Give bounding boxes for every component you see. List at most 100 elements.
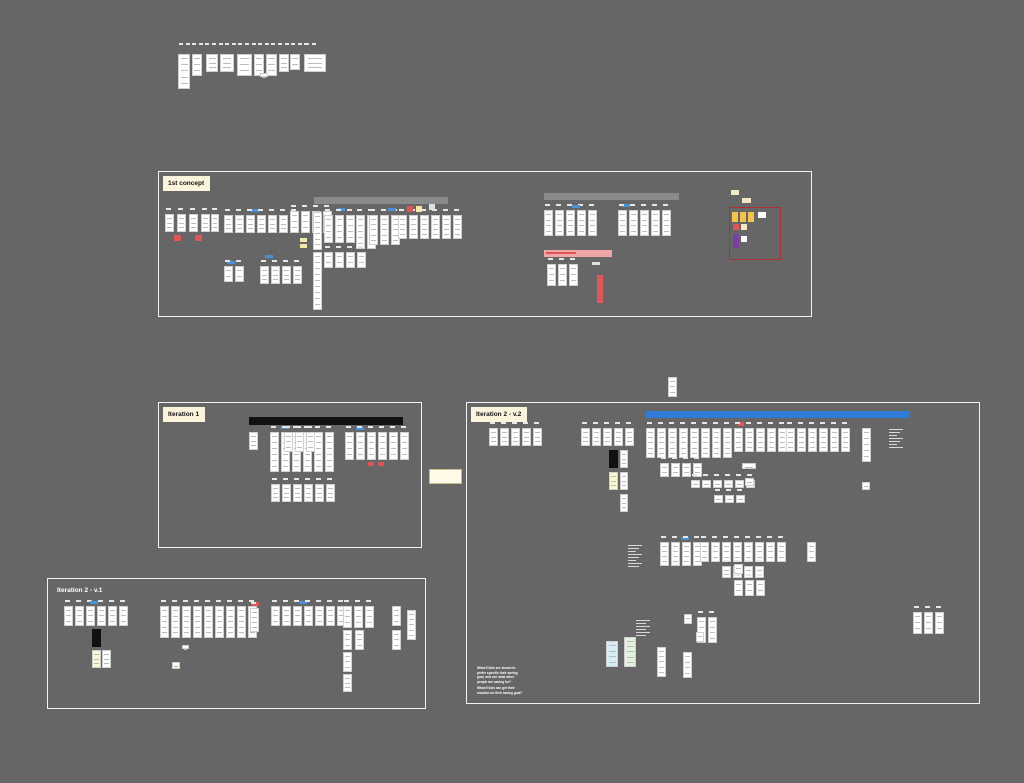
screen-thumbnail[interactable] [712, 428, 721, 458]
screen-thumbnail[interactable] [335, 252, 344, 268]
screen-thumbnail[interactable] [708, 617, 717, 643]
screen-thumbnail[interactable] [354, 606, 363, 628]
screen-thumbnail[interactable] [119, 606, 128, 626]
screen-thumbnail[interactable] [369, 215, 378, 245]
screen-thumbnail[interactable] [620, 450, 628, 468]
screen-thumbnail[interactable] [204, 606, 213, 638]
screen-thumbnail[interactable] [192, 54, 202, 76]
screen-thumbnail[interactable] [766, 542, 775, 562]
screen-thumbnail[interactable] [489, 428, 498, 446]
screen-thumbnail[interactable] [744, 566, 753, 578]
screen-thumbnail[interactable] [724, 480, 733, 488]
screen-thumbnail[interactable] [392, 630, 401, 650]
screen-thumbnail[interactable] [304, 606, 313, 626]
screen-thumbnail[interactable] [335, 215, 344, 243]
screen-thumbnail[interactable] [226, 606, 235, 638]
screen-thumbnail[interactable] [657, 428, 666, 458]
screen-thumbnail[interactable] [326, 606, 335, 626]
screen-thumbnail[interactable] [620, 494, 628, 512]
screen-thumbnail[interactable] [696, 632, 704, 642]
screen-thumbnail[interactable] [646, 428, 655, 458]
screen-thumbnail[interactable] [808, 428, 817, 452]
screen-thumbnail[interactable] [284, 432, 293, 452]
screen-thumbnail[interactable] [246, 215, 255, 233]
screen-thumbnail[interactable] [756, 580, 765, 596]
screen-thumbnail[interactable] [293, 484, 302, 502]
screen-thumbnail[interactable] [745, 428, 754, 452]
screen-thumbnail[interactable] [343, 652, 352, 672]
screen-thumbnail[interactable] [172, 662, 180, 669]
screen-thumbnail[interactable] [313, 252, 322, 310]
screen-thumbnail[interactable] [767, 428, 776, 452]
screen-thumbnail[interactable] [683, 652, 692, 678]
screen-thumbnail[interactable] [713, 480, 722, 488]
screen-thumbnail[interactable] [356, 215, 365, 249]
screen-thumbnail[interactable] [193, 606, 202, 638]
screen-thumbnail[interactable] [830, 428, 839, 452]
screen-thumbnail[interactable] [215, 606, 224, 638]
screen-thumbnail[interactable] [235, 266, 244, 282]
screen-thumbnail[interactable] [691, 480, 700, 488]
screen-thumbnail[interactable] [711, 542, 720, 562]
screen-thumbnail[interactable] [651, 210, 660, 236]
screen-thumbnail[interactable] [671, 463, 680, 477]
screen-thumbnail[interactable] [92, 650, 101, 668]
screen-thumbnail[interactable] [324, 215, 333, 243]
screen-thumbnail[interactable] [266, 54, 277, 76]
screen-thumbnail[interactable] [279, 54, 289, 72]
screen-thumbnail[interactable] [756, 428, 765, 452]
screen-thumbnail[interactable] [343, 630, 352, 650]
screen-thumbnail[interactable] [389, 432, 398, 460]
screen-thumbnail[interactable] [314, 432, 323, 472]
screen-thumbnail[interactable] [201, 214, 210, 232]
screen-thumbnail[interactable] [614, 428, 623, 446]
screen-thumbnail[interactable] [290, 54, 300, 70]
screen-thumbnail[interactable] [668, 377, 677, 397]
screen-thumbnail[interactable] [237, 54, 252, 76]
screen-thumbnail[interactable] [735, 480, 744, 488]
screen-thumbnail[interactable] [547, 264, 556, 286]
screen-thumbnail[interactable] [624, 637, 636, 667]
screen-thumbnail[interactable] [629, 210, 638, 236]
section-iteration-1[interactable]: Iteration 1 [158, 402, 422, 548]
screen-thumbnail[interactable] [102, 650, 111, 668]
screen-thumbnail[interactable] [250, 608, 259, 632]
screen-thumbnail[interactable] [701, 428, 710, 458]
screen-thumbnail[interactable] [279, 215, 288, 233]
screen-thumbnail[interactable] [935, 612, 944, 634]
screen-thumbnail[interactable] [913, 612, 922, 634]
screen-thumbnail[interactable] [282, 266, 291, 284]
screen-thumbnail[interactable] [189, 214, 198, 232]
screen-thumbnail[interactable] [682, 463, 691, 477]
screen-thumbnail[interactable] [235, 215, 244, 233]
screen-thumbnail[interactable] [271, 266, 280, 284]
screen-thumbnail[interactable] [745, 478, 754, 486]
screen-thumbnail[interactable] [64, 606, 73, 626]
screen-thumbnail[interactable] [380, 215, 389, 245]
screen-thumbnail[interactable] [301, 211, 310, 233]
screen-thumbnail[interactable] [807, 542, 816, 562]
screen-thumbnail[interactable] [325, 432, 334, 472]
screen-thumbnail[interactable] [625, 428, 634, 446]
screen-thumbnail[interactable] [220, 54, 234, 72]
screen-thumbnail[interactable] [755, 542, 764, 562]
screen-thumbnail[interactable] [97, 606, 106, 626]
screen-thumbnail[interactable] [786, 428, 795, 452]
screen-thumbnail[interactable] [660, 463, 669, 477]
screen-thumbnail[interactable] [620, 472, 628, 490]
screen-thumbnail[interactable] [211, 214, 219, 232]
screen-thumbnail[interactable] [544, 210, 553, 236]
screen-thumbnail[interactable] [343, 606, 352, 628]
screen-thumbnail[interactable] [742, 463, 756, 469]
screen-thumbnail[interactable] [304, 54, 326, 72]
screen-thumbnail[interactable] [257, 215, 266, 233]
screen-thumbnail[interactable] [346, 252, 355, 268]
screen-thumbnail[interactable] [160, 606, 169, 638]
screen-thumbnail[interactable] [841, 428, 850, 452]
screen-thumbnail[interactable] [777, 542, 786, 562]
screen-thumbnail[interactable] [378, 432, 387, 460]
screen-thumbnail[interactable] [702, 480, 711, 488]
screen-thumbnail[interactable] [862, 428, 871, 462]
screen-thumbnail[interactable] [736, 495, 745, 503]
